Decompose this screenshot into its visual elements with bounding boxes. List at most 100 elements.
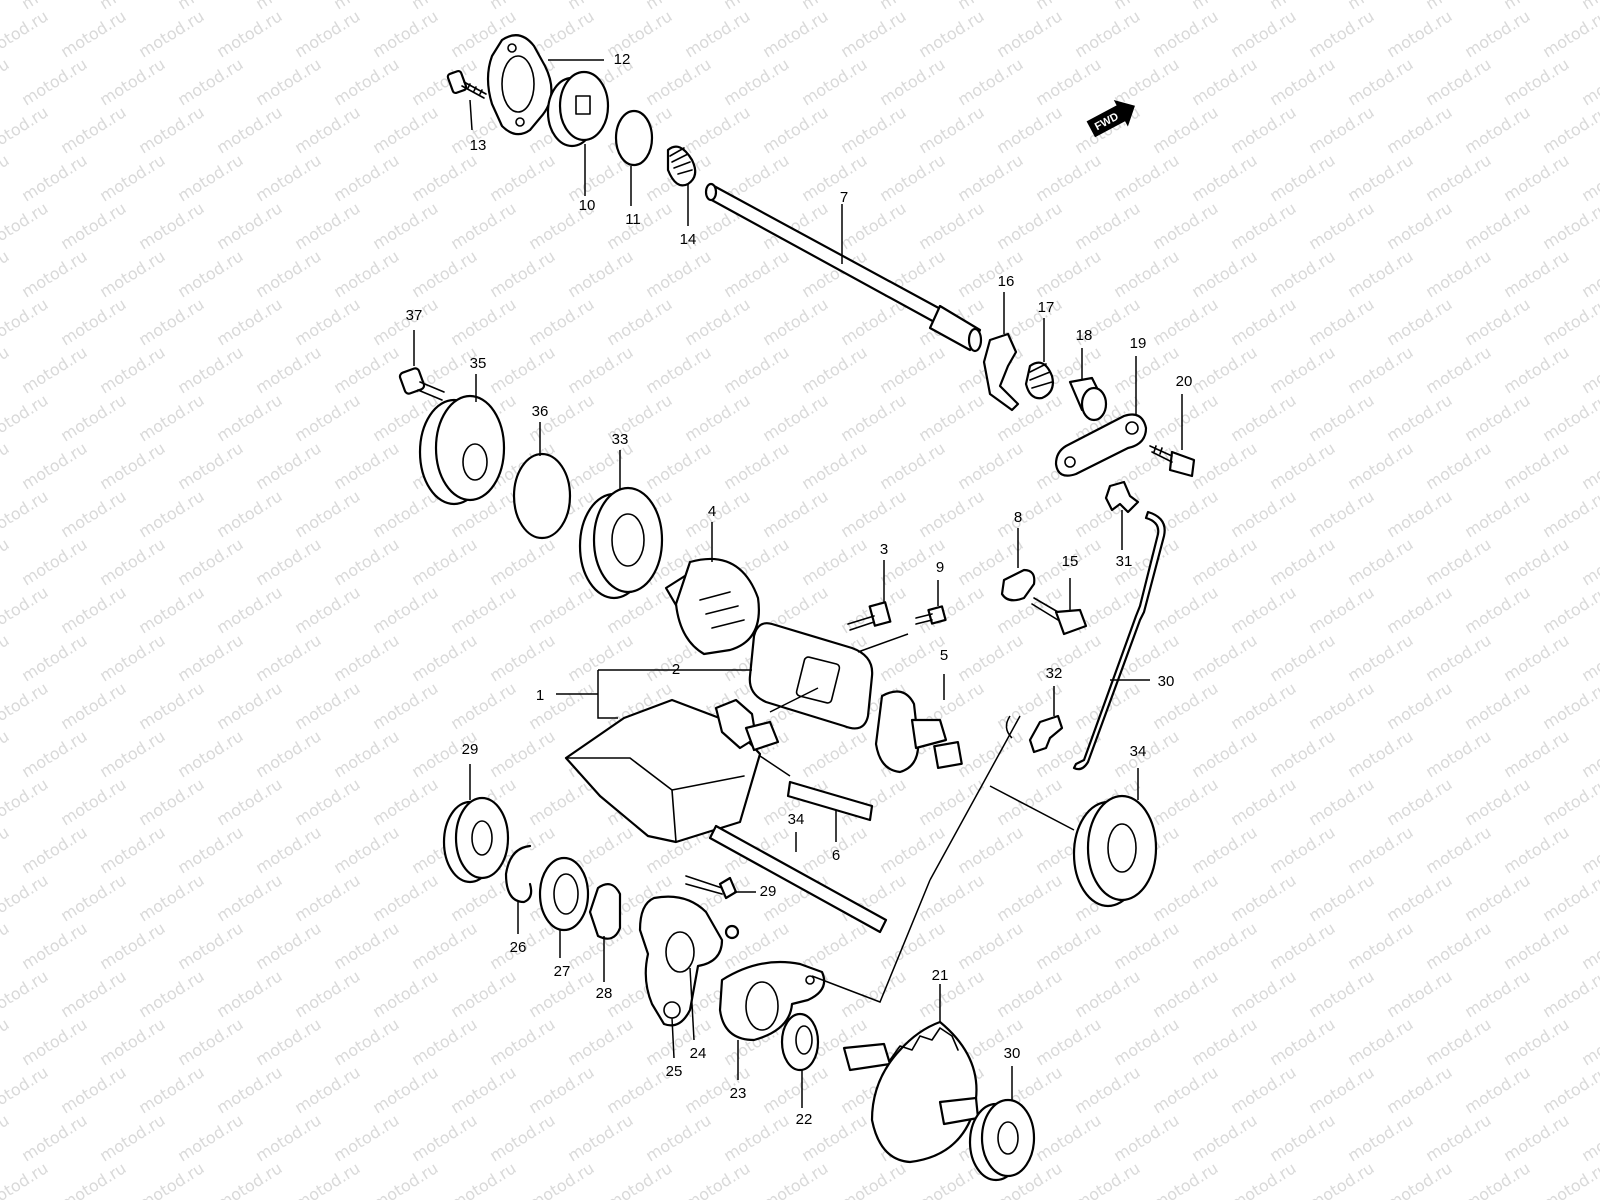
- watermark-text: motod.ru: [1266, 246, 1338, 301]
- watermark-text: motod.ru: [96, 918, 168, 973]
- watermark-text: motod.ru: [525, 1062, 597, 1117]
- watermark-text: motod.ru: [408, 246, 480, 301]
- watermark-text: motod.ru: [1188, 918, 1260, 973]
- watermark-text: motod.ru: [1422, 150, 1494, 205]
- watermark-text: motod.ru: [720, 246, 792, 301]
- watermark-text: motod.ru: [0, 1110, 12, 1165]
- watermark-text: motod.ru: [1344, 0, 1416, 13]
- watermark-text: motod.ru: [1500, 822, 1572, 877]
- part-label-34-lower: 34: [1130, 743, 1147, 760]
- watermark-text: motod.ru: [1344, 726, 1416, 781]
- watermark-text: motod.ru: [1344, 246, 1416, 301]
- watermark-text: motod.ru: [408, 0, 480, 13]
- watermark-text: motod.ru: [330, 534, 402, 589]
- watermark-text: motod.ru: [759, 294, 831, 349]
- watermark-text: motod.ru: [0, 342, 12, 397]
- watermark-text: motod.ru: [1266, 54, 1338, 109]
- watermark-text: motod.ru: [1344, 54, 1416, 109]
- watermark-text: motod.ru: [213, 390, 285, 445]
- bolt-15-shape: [1031, 597, 1088, 636]
- watermark-text: motod.ru: [1344, 534, 1416, 589]
- watermark-text: motod.ru: [1305, 870, 1377, 925]
- watermark-text: motod.ru: [57, 390, 129, 445]
- watermark-text: motod.ru: [1149, 6, 1221, 61]
- watermark-text: motod.ru: [915, 486, 987, 541]
- watermark-text: motod.ru: [1539, 198, 1600, 253]
- gear-hub-23-shape: [718, 960, 826, 1042]
- watermark-text: motod.ru: [837, 6, 909, 61]
- watermark-text: motod.ru: [1305, 198, 1377, 253]
- part-label-13: 13: [470, 137, 487, 154]
- watermark-text: motod.ru: [798, 534, 870, 589]
- part-label-32: 31: [1116, 553, 1133, 570]
- watermark-text: motod.ru: [681, 1158, 753, 1200]
- watermark-text: motod.ru: [135, 966, 207, 1021]
- watermark-text: motod.ru: [1383, 102, 1455, 157]
- watermark-text: motod.ru: [1227, 390, 1299, 445]
- watermark-text: motod.ru: [1539, 870, 1600, 925]
- part-label-12: 12: [614, 51, 631, 68]
- watermark-text: motod.ru: [291, 198, 363, 253]
- part-label-27: 27: [554, 963, 571, 980]
- spring-17-shape: [1024, 361, 1054, 400]
- part-label-10: 10: [579, 197, 596, 214]
- watermark-text: motod.ru: [681, 390, 753, 445]
- watermark-text: motod.ru: [603, 294, 675, 349]
- arm-16-shape: [982, 332, 1020, 412]
- watermark-text: motod.ru: [993, 102, 1065, 157]
- watermark-text: motod.ru: [642, 0, 714, 13]
- watermark-text: motod.ru: [1305, 966, 1377, 1021]
- align-cable-upper: [929, 715, 1021, 881]
- part-label-2: 2: [672, 661, 680, 678]
- watermark-text: motod.ru: [408, 150, 480, 205]
- watermark-text: motod.ru: [1032, 918, 1104, 973]
- part-label-20: 20: [1176, 373, 1193, 390]
- watermark-text: motod.ru: [759, 1158, 831, 1200]
- watermark-text: motod.ru: [1071, 1158, 1143, 1200]
- watermark-text: motod.ru: [174, 822, 246, 877]
- part-label-29: 29: [760, 883, 777, 900]
- watermark-text: motod.ru: [18, 1110, 90, 1165]
- watermark-text: motod.ru: [1461, 1062, 1533, 1117]
- watermark-text: motod.ru: [0, 294, 51, 349]
- watermark-text: motod.ru: [96, 246, 168, 301]
- watermark-text: motod.ru: [174, 246, 246, 301]
- watermark-text: motod.ru: [915, 870, 987, 925]
- watermark-text: motod.ru: [1149, 966, 1221, 1021]
- watermark-text: motod.ru: [681, 294, 753, 349]
- watermark-text: motod.ru: [1383, 678, 1455, 733]
- watermark-text: motod.ru: [1422, 342, 1494, 397]
- watermark-text: motod.ru: [0, 1158, 51, 1200]
- bolt-13-shape: [446, 69, 487, 99]
- watermark-text: motod.ru: [1383, 198, 1455, 253]
- watermark-text: motod.ru: [954, 54, 1026, 109]
- watermark-text: motod.ru: [96, 1014, 168, 1069]
- oil-seal-35-shape: [418, 394, 506, 506]
- watermark-text: motod.ru: [1578, 534, 1600, 589]
- rod-31-shape: [1072, 510, 1166, 771]
- watermark-text: motod.ru: [798, 726, 870, 781]
- watermark-text: motod.ru: [1500, 918, 1572, 973]
- watermark-text: motod.ru: [1578, 726, 1600, 781]
- align-clip: [1005, 715, 1013, 739]
- align-motor-gasket: [769, 687, 819, 713]
- watermark-text: motod.ru: [1071, 6, 1143, 61]
- watermark-text: motod.ru: [1461, 774, 1533, 829]
- watermark-text: motod.ru: [174, 630, 246, 685]
- watermark-text: motod.ru: [0, 582, 51, 637]
- part-label-37: 36: [532, 403, 549, 420]
- watermark-text: motod.ru: [564, 246, 636, 301]
- watermark-text: motod.ru: [1539, 294, 1600, 349]
- part-label-16: 16: [998, 273, 1015, 290]
- watermark-text: motod.ru: [1539, 1158, 1600, 1200]
- watermark-text: motod.ru: [369, 486, 441, 541]
- watermark-text: motod.ru: [1500, 630, 1572, 685]
- watermark-text: motod.ru: [915, 102, 987, 157]
- watermark-text: motod.ru: [252, 534, 324, 589]
- part-label-3: 3: [880, 541, 888, 558]
- watermark-text: motod.ru: [96, 0, 168, 13]
- watermark-text: motod.ru: [915, 390, 987, 445]
- watermark-text: motod.ru: [1539, 678, 1600, 733]
- leader-24: [689, 967, 695, 1041]
